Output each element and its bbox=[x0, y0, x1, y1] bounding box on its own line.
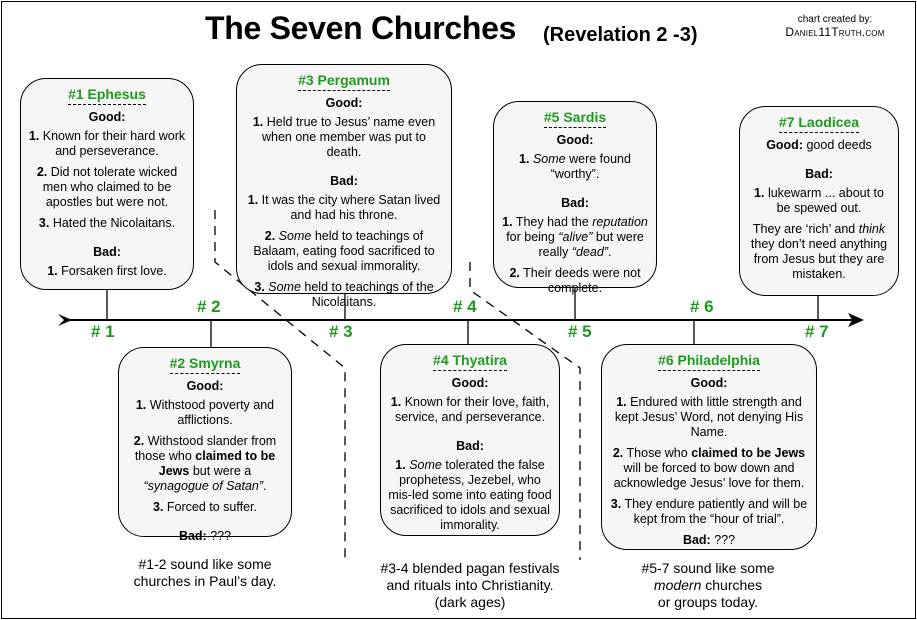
timeline-number-6: # 6 bbox=[690, 297, 714, 316]
credit: chart created by: Daniel11Truth.com bbox=[770, 13, 900, 39]
bad-item-1: 1. Forsaken first love. bbox=[47, 264, 167, 278]
church-box-smyrna: #2 Smyrna Good: 1. Withstood poverty and… bbox=[118, 347, 292, 543]
church-title: #5 Sardis bbox=[543, 109, 607, 128]
timeline-number-3: # 3 bbox=[329, 322, 353, 341]
church-title: #2 Smyrna bbox=[169, 355, 241, 374]
bad-item-1: 1. lukewarm ... about to be spewed out. bbox=[754, 186, 884, 215]
good-item-1: 1. Known for their hard work and perseve… bbox=[28, 129, 186, 158]
bad-item-2: 2. Their deeds were not complete. bbox=[509, 266, 641, 295]
good-item-1: 1. Held true to Jesus’ name even when on… bbox=[252, 115, 436, 159]
timeline-arrow-tail bbox=[58, 314, 72, 326]
good-item-1: 1. Known for their love, faith, service,… bbox=[390, 395, 550, 424]
bad-label: Bad: bbox=[456, 439, 484, 453]
timeline-number-4: # 4 bbox=[453, 297, 477, 316]
good-item-2: 2. Did not tolerate wicked men who claim… bbox=[36, 165, 178, 209]
good-item-2: 2. Withstood slander from those who clai… bbox=[133, 434, 277, 493]
credit-site: Daniel11Truth.com bbox=[785, 25, 885, 39]
church-title: #3 Pergamum bbox=[298, 72, 390, 91]
good-label: Good: bbox=[325, 96, 363, 110]
church-box-thyatira: #4 Thyatira Good: 1. Known for their lov… bbox=[380, 344, 560, 536]
good-item-3: 3. Forced to suffer. bbox=[152, 500, 258, 514]
era-divider-2 bbox=[469, 262, 581, 560]
church-box-sardis: #5 Sardis Good: 1. Some were found “wort… bbox=[493, 101, 657, 295]
bad-item-2: 2. Some held to teachings of Balaam, eat… bbox=[253, 229, 435, 273]
church-box-philadelphia: #6 Philadelphia Good: 1. Endured with li… bbox=[601, 344, 817, 550]
credit-line: chart created by: bbox=[797, 14, 873, 25]
note-era-1: #1-2 sound like some churches in Paul’s … bbox=[133, 556, 277, 589]
note-era-2: #3-4 blended pagan festivals and rituals… bbox=[380, 560, 560, 610]
bad-item-1: 1. It was the city where Satan lived and… bbox=[247, 193, 441, 222]
bad-summary: Bad: ??? bbox=[682, 533, 736, 547]
good-summary: Good: good deeds bbox=[766, 138, 872, 152]
bad-summary: Bad: ??? bbox=[178, 529, 232, 543]
good-item-3: 3. Hated the Nicolaitans. bbox=[38, 216, 176, 230]
bad-item-1: 1. They had the reputation for being “al… bbox=[502, 215, 648, 259]
page-title: The Seven Churches bbox=[205, 10, 517, 46]
good-label: Good: bbox=[451, 376, 489, 390]
timeline-number-7: # 7 bbox=[805, 322, 829, 341]
timeline-number-2: # 2 bbox=[197, 297, 221, 316]
bad-label: Bad: bbox=[805, 167, 833, 181]
good-label: Good: bbox=[186, 379, 224, 393]
good-label: Good: bbox=[88, 110, 126, 124]
page-subtitle: (Revelation 2 -3) bbox=[543, 24, 698, 46]
bad-label: Bad: bbox=[330, 174, 358, 188]
good-item-1: 1. Endured with little strength and kept… bbox=[614, 395, 804, 439]
church-title: #1 Ephesus bbox=[68, 86, 146, 105]
good-item-1: 1. Withstood poverty and afflictions. bbox=[135, 398, 275, 427]
bad-item-2: They are ‘rich’ and think they don’t nee… bbox=[750, 222, 888, 281]
bad-item-3: 3. Some held to teachings of the Nicolai… bbox=[254, 280, 434, 309]
bad-item-1: 1. Some tolerated the false prophetess, … bbox=[388, 458, 552, 532]
church-box-laodicea: #7 Laodicea Good: good deeds Bad: 1. luk… bbox=[739, 106, 899, 296]
church-title: #4 Thyatira bbox=[433, 352, 507, 371]
church-title: #6 Philadelphia bbox=[658, 352, 760, 371]
church-box-pergamum: #3 Pergamum Good: 1. Held true to Jesus’… bbox=[236, 64, 452, 309]
good-label: Good: bbox=[556, 133, 594, 147]
era-divider-1 bbox=[214, 210, 346, 560]
good-label: Good: bbox=[690, 376, 728, 390]
bad-label: Bad: bbox=[561, 196, 589, 210]
church-box-ephesus: #1 Ephesus Good: 1. Known for their hard… bbox=[20, 78, 194, 290]
timeline-number-5: # 5 bbox=[568, 322, 592, 341]
church-title: #7 Laodicea bbox=[778, 114, 860, 133]
timeline-number-1: # 1 bbox=[91, 322, 115, 341]
good-item-2: 2. Those who claimed to be Jews will be … bbox=[612, 446, 806, 490]
bad-label: Bad: bbox=[93, 245, 121, 259]
good-item-1: 1. Some were found “worthy”. bbox=[519, 152, 631, 181]
note-era-3: #5-7 sound like some modern churches or … bbox=[641, 560, 775, 610]
timeline-arrow-head bbox=[848, 313, 864, 327]
good-item-3: 3. They endure patiently and will be kep… bbox=[610, 497, 808, 526]
